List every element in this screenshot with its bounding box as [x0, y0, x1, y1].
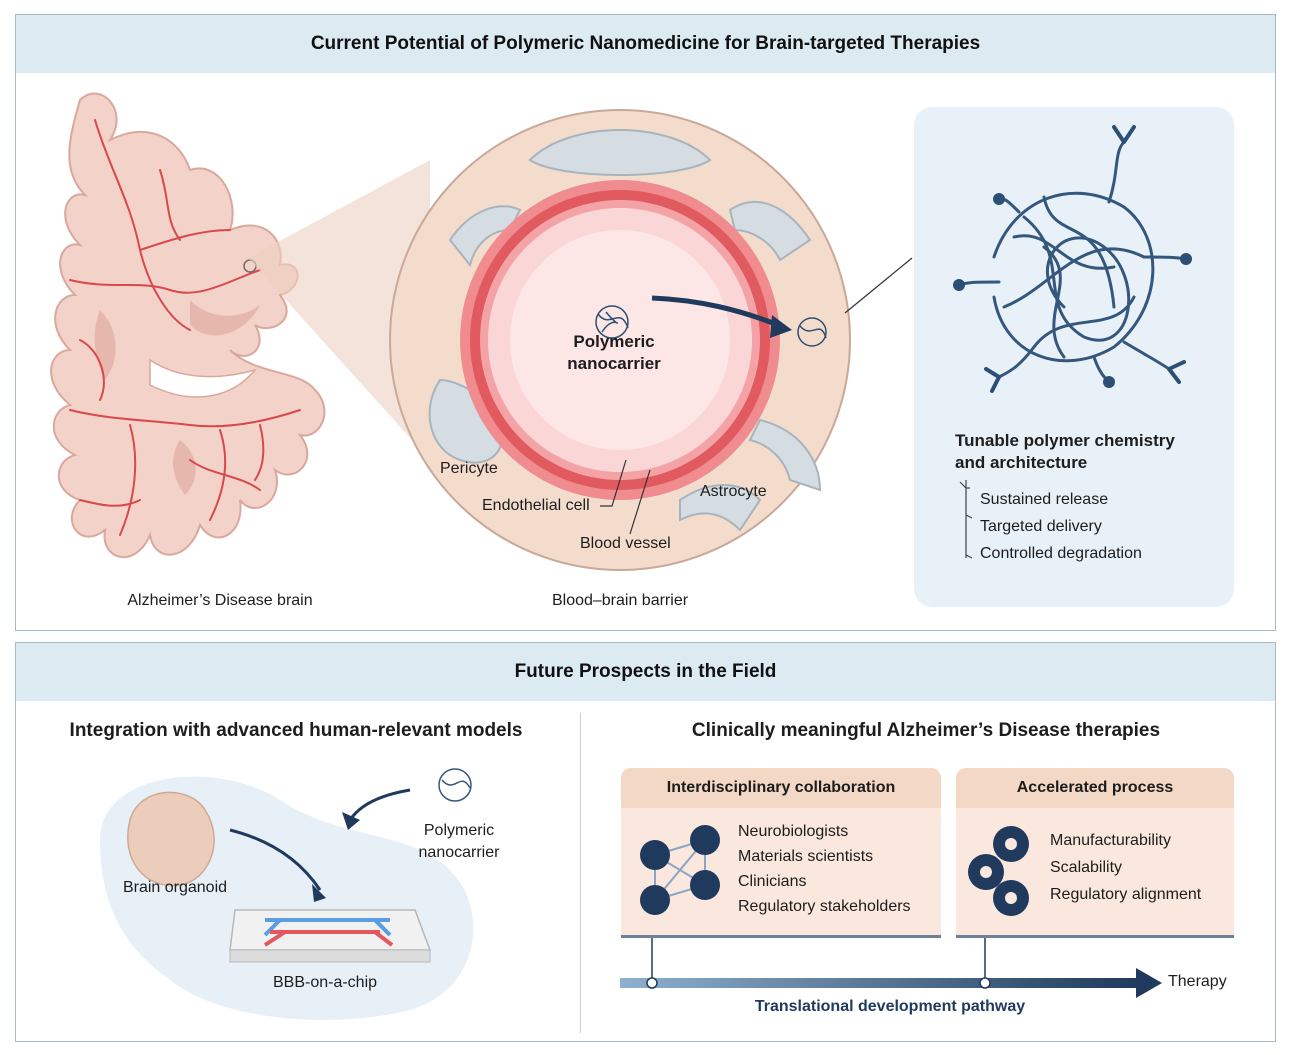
polymer-feature-3: Controlled degradation [980, 545, 1142, 562]
collab-item-4: Regulatory stakeholders [738, 898, 911, 915]
polymer-title-1: Tunable polymer chemistry [955, 431, 1175, 450]
nanocarrier-label-2: nanocarrier [567, 354, 661, 373]
collab-item-2: Materials scientists [738, 848, 874, 865]
left-title: Integration with advanced human-relevant… [69, 720, 523, 741]
bbb-illustration [389, 109, 851, 571]
gears-icon [968, 826, 1029, 916]
polymer-feature-1: Sustained release [980, 491, 1109, 508]
process-item-1: Manufacturability [1050, 832, 1171, 849]
bottom-divider [580, 713, 581, 1033]
brain-illustration [50, 92, 326, 559]
polymer-feature-2: Targeted delivery [980, 518, 1102, 535]
models-nanocarrier-1: Polymeric [423, 822, 495, 839]
collab-title: Interdisciplinary collaboration [621, 768, 941, 808]
collab-card: Interdisciplinary collaboration [621, 768, 941, 938]
endothelial-label: Endothelial cell [482, 497, 590, 514]
organoid-label: Brain organoid [122, 879, 228, 896]
pericyte-label: Pericyte [440, 460, 498, 477]
process-title: Accelerated process [956, 768, 1234, 808]
brain-label: Alzheimer’s Disease brain [127, 592, 313, 609]
chip-label: BBB-on-a-chip [272, 974, 378, 991]
vessel-label: Blood vessel [580, 535, 671, 552]
bbb-label: Blood–brain barrier [551, 592, 689, 609]
models-nanocarrier-2: nanocarrier [418, 844, 500, 861]
pathway-label: Translational development pathway [754, 998, 1026, 1015]
polymer-box [914, 107, 1234, 607]
collab-item-3: Clinicians [738, 873, 807, 890]
collab-item-1: Neurobiologists [738, 823, 849, 840]
polymer-title-2: and architecture [955, 453, 1088, 472]
process-item-2: Scalability [1050, 859, 1123, 876]
top-panel-title: Current Potential of Polymeric Nanomedic… [16, 15, 1275, 73]
astrocyte-label: Astrocyte [700, 483, 767, 500]
models-illustration [100, 776, 474, 1020]
collab-network-icon [640, 825, 720, 915]
polymer-illustration [953, 125, 1192, 393]
small-nanocarrier-icon [438, 768, 472, 802]
therapy-label: Therapy [1168, 973, 1227, 990]
process-item-3: Regulatory alignment [1050, 886, 1202, 903]
nanocarrier-label-1: Polymeric [573, 332, 655, 351]
right-title: Clinically meaningful Alzheimer’s Diseas… [691, 720, 1161, 741]
bottom-panel-title: Future Prospects in the Field [16, 643, 1275, 701]
